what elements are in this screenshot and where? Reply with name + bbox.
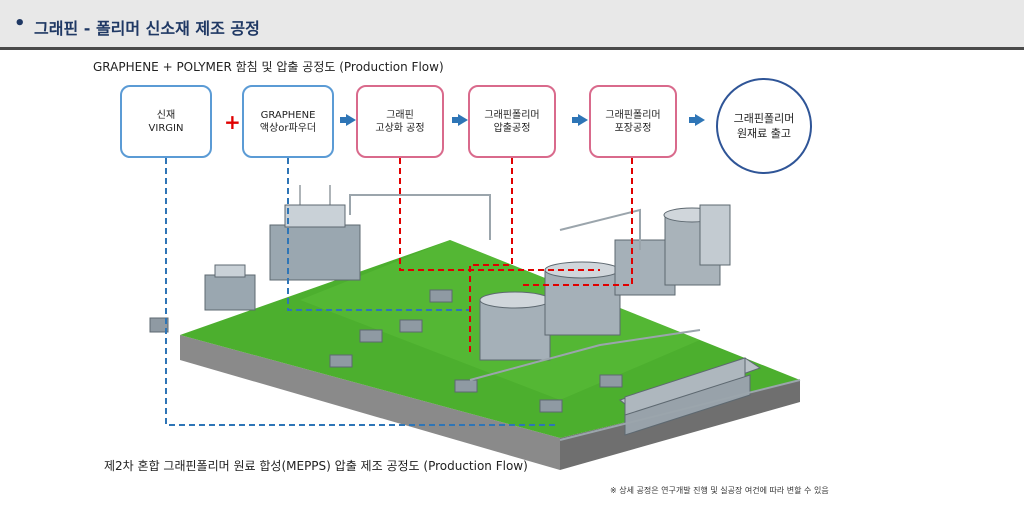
plus-icon: + — [224, 110, 241, 134]
step-virgin-line1: 신재 — [156, 109, 176, 121]
section-header: • 그래핀 - 폴리머 신소재 제조 공정 — [0, 0, 1024, 50]
flow-title: GRAPHENE + POLYMER 함침 및 압출 공정도 (Producti… — [93, 60, 444, 74]
arrow-icon-4 — [689, 114, 705, 126]
step-extrusion-line2: 압출공정 — [493, 122, 531, 134]
step-extrusion-line1: 그래핀폴리머 — [484, 109, 540, 121]
small-machines — [149, 289, 623, 413]
arrow-icon-2 — [452, 114, 468, 126]
blue-dashed-lines — [165, 158, 555, 426]
bottom-caption: 제2차 혼합 그래핀폴리머 원료 합성(MEPPS) 압출 제조 공정도 (Pr… — [104, 459, 528, 473]
step-graphene: GRAPHENE 액상or파우더 — [242, 85, 334, 158]
equipment-left — [204, 185, 361, 311]
step-graphene-line2: 액상or파우더 — [259, 122, 317, 134]
arrow-icon-1 — [340, 114, 356, 126]
step-virgin: 신재 VIRGIN — [120, 85, 212, 158]
silo-bank — [618, 357, 762, 436]
bullet-icon: • — [14, 13, 26, 34]
red-dashed-lines — [399, 158, 633, 355]
step-graphene-line1: GRAPHENE — [260, 109, 316, 121]
step-release-line1: 그래핀폴리머 — [733, 112, 795, 125]
step-release: 그래핀폴리머 원재료 출고 — [716, 78, 812, 174]
pipes — [349, 194, 801, 441]
step-extrusion: 그래핀폴리머 압출공정 — [468, 85, 556, 158]
step-virgin-line2: VIRGIN — [148, 122, 184, 134]
step-solidification-line2: 고상화 공정 — [375, 122, 425, 134]
step-solidification-line1: 그래핀 — [386, 109, 414, 121]
equipment-right — [663, 204, 731, 286]
step-release-line2: 원재료 출고 — [736, 127, 792, 140]
plant-floor-side-right — [560, 380, 800, 470]
plant-floor-side — [180, 335, 560, 470]
section-title: 그래핀 - 폴리머 신소재 제조 공정 — [34, 19, 260, 38]
step-packaging-line2: 포장공정 — [614, 122, 652, 134]
step-packaging: 그래핀폴리머 포장공정 — [589, 85, 677, 158]
arrow-icon-3 — [572, 114, 588, 126]
step-packaging-line1: 그래핀폴리머 — [605, 109, 661, 121]
step-solidification: 그래핀 고상화 공정 — [356, 85, 444, 158]
footnote: ※ 상세 공정은 연구개발 진행 및 실공장 여건에 따라 변할 수 있음 — [610, 486, 829, 495]
